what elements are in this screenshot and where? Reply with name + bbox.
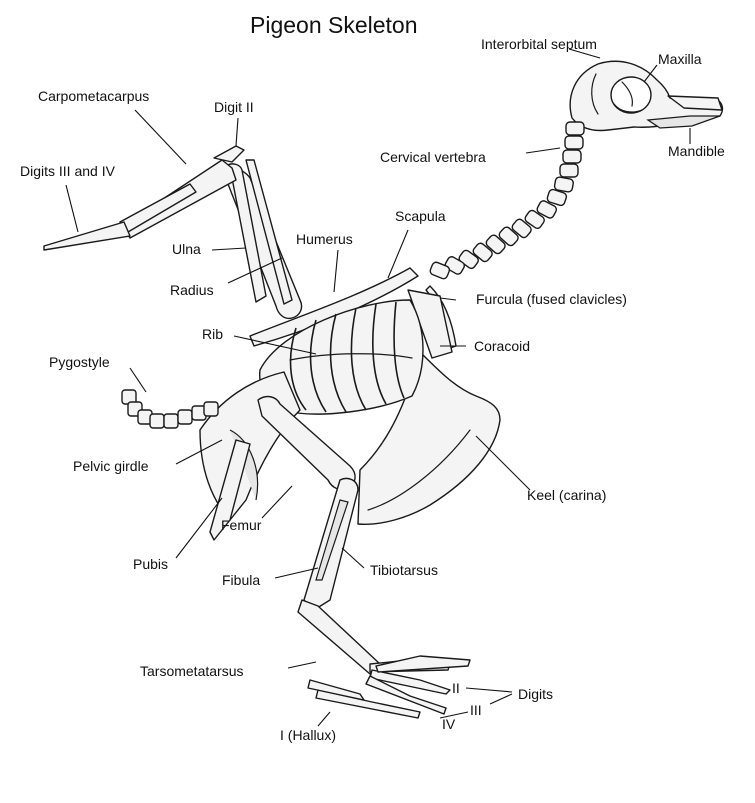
coracoid-bone bbox=[407, 289, 453, 359]
leader-lines bbox=[65, 48, 691, 727]
label-carpometacarpus: Carpometacarpus bbox=[38, 88, 150, 104]
mandible-bone bbox=[646, 115, 721, 129]
label-digits-iii-and-iv: Digits III and IV bbox=[20, 163, 115, 179]
label-maxilla: Maxilla bbox=[658, 51, 702, 67]
maxilla-beak bbox=[667, 95, 723, 111]
diagram-title: Pigeon Skeleton bbox=[250, 12, 418, 38]
label-pygostyle: Pygostyle bbox=[49, 354, 110, 370]
label-keel: Keel (carina) bbox=[527, 487, 607, 503]
scapula-bone bbox=[249, 267, 419, 347]
skull bbox=[569, 60, 724, 132]
toes bbox=[307, 655, 471, 719]
label-fibula: Fibula bbox=[222, 572, 261, 588]
femur-bone bbox=[257, 395, 356, 491]
label-tarsometatarsus: Tarsometatarsus bbox=[140, 663, 244, 679]
label-tibiotarsus: Tibiotarsus bbox=[370, 562, 438, 578]
pubis-bone bbox=[209, 439, 251, 541]
label-digits: Digits bbox=[518, 686, 554, 702]
label-radius: Radius bbox=[170, 282, 214, 298]
digit-ii-bone bbox=[213, 145, 245, 163]
fibula-bone bbox=[315, 499, 349, 581]
label-ulna: Ulna bbox=[172, 241, 201, 257]
label-pubis: Pubis bbox=[133, 556, 169, 572]
label-digit-numeral-iv: IV bbox=[442, 716, 456, 732]
label-furcula: Furcula (fused clavicles) bbox=[476, 291, 627, 307]
keel-bone bbox=[357, 351, 501, 526]
label-hallux: I (Hallux) bbox=[280, 727, 337, 743]
label-digit-ii: Digit II bbox=[214, 99, 254, 115]
label-interorbital-septum: Interorbital septum bbox=[481, 36, 597, 52]
digits-iii-iv-bone bbox=[43, 221, 131, 251]
label-humerus: Humerus bbox=[296, 231, 353, 247]
tail-vertebrae bbox=[121, 389, 219, 429]
ulna-bone bbox=[225, 163, 267, 303]
label-pelvic-girdle: Pelvic girdle bbox=[73, 458, 149, 474]
label-coracoid: Coracoid bbox=[474, 338, 531, 354]
cervical-vertebrae bbox=[429, 121, 585, 280]
label-mandible: Mandible bbox=[668, 143, 725, 159]
label-cervical-vertebra: Cervical vertebra bbox=[380, 149, 486, 165]
label-rib: Rib bbox=[202, 326, 224, 342]
radius-bone bbox=[245, 159, 293, 305]
label-femur: Femur bbox=[221, 517, 262, 533]
label-digit-numeral-ii: II bbox=[452, 680, 460, 696]
label-digit-numeral-iii: III bbox=[470, 702, 482, 718]
label-scapula: Scapula bbox=[395, 208, 446, 224]
